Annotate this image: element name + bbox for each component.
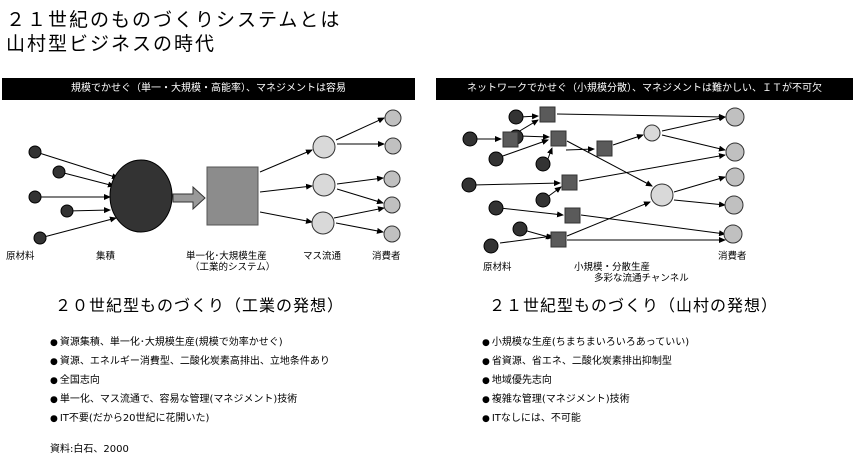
- mass-production-factory: [206, 166, 259, 226]
- right-subtitle: ２１世紀型ものづくり（山村の発想）: [489, 296, 779, 315]
- left-subtitle: ２０世紀型ものづくり（工業の発想）: [55, 296, 345, 315]
- small-factory: [502, 131, 519, 148]
- raw-node: [488, 151, 504, 167]
- gather-hub: [109, 159, 173, 233]
- right-consumer-nodes: [723, 107, 745, 244]
- list-item: 全国志向: [50, 371, 330, 390]
- list-item: 小規模な生産(ちまちまいろいろあっていい): [482, 333, 689, 352]
- raw-node: [535, 156, 551, 172]
- raw-node: [462, 131, 478, 147]
- consumer-node: [724, 195, 744, 215]
- right-small-factories: [502, 106, 613, 248]
- raw-node: [52, 165, 66, 179]
- small-factory: [539, 106, 556, 123]
- list-item: 省資源、省エネ、二酸化炭素排出抑制型: [482, 352, 689, 371]
- right-banner: ネットワークでかせぐ（小規模分散）、マネジメントは難かしい、ＩＴが不可欠: [436, 78, 853, 100]
- raw-node: [28, 190, 42, 204]
- list-item: 単一化、マス流通で、容易な管理(マネジメント)技術: [50, 390, 330, 409]
- consumer-node: [725, 142, 745, 162]
- label-left-consumer: 消費者: [372, 251, 401, 262]
- list-item: 複雑な管理(マネジメント)技術: [482, 390, 689, 409]
- right-diagram: [461, 106, 745, 254]
- page-title-line1: ２１世紀のものづくりシステムとは: [6, 9, 342, 31]
- raw-node: [461, 177, 477, 193]
- small-factory: [550, 130, 567, 147]
- page-title-line2: 山村型ビジネスの時代: [6, 33, 217, 55]
- right-bullet-list: 小規模な生産(ちまちまいろいろあっていい) 省資源、省エネ、二酸化炭素排出抑制型…: [482, 333, 689, 428]
- raw-node: [512, 221, 528, 237]
- label-left-raw: 原材料: [6, 251, 35, 262]
- left-arrows-mass-to-consumer: [333, 117, 385, 234]
- list-item: 資源集積、単一化･大規模生産(規模で効率かせぐ): [50, 333, 330, 352]
- left-arrows-raw-to-hub: [35, 151, 119, 239]
- consumer-node: [383, 225, 401, 243]
- raw-node: [488, 200, 504, 216]
- raw-node: [60, 204, 74, 218]
- raw-node: [28, 145, 42, 159]
- label-right-production: 小規模・分散生産: [574, 262, 651, 273]
- small-factory: [564, 207, 581, 224]
- list-item: 地域優先志向: [482, 371, 689, 390]
- label-left-gather: 集積: [96, 251, 116, 262]
- right-raw-material-nodes: [461, 109, 551, 254]
- left-bullet-list: 資源集積、単一化･大規模生産(規模で効率かせぐ) 資源、エネルギー消費型、二酸化…: [50, 333, 330, 428]
- small-factory: [550, 231, 567, 248]
- left-diagram: [28, 109, 402, 245]
- raw-node: [483, 238, 499, 254]
- distribution-node: [643, 124, 661, 142]
- consumer-node: [384, 109, 402, 127]
- raw-node: [508, 109, 524, 125]
- consumer-node: [725, 167, 745, 187]
- source-note: 資料:白石、2000: [50, 444, 129, 455]
- left-consumer-nodes: [383, 109, 402, 243]
- label-left-distribution: マス流通: [303, 251, 342, 262]
- label-left-production-sub: （工業的システム）: [190, 262, 276, 273]
- left-banner: 規模でかせぐ（単一・大規模・高能率）、マネジメントは容易: [2, 78, 415, 100]
- left-mass-distribution-nodes: [311, 135, 336, 235]
- mass-node: [312, 173, 336, 197]
- small-factory: [596, 140, 613, 157]
- small-factory: [561, 174, 578, 191]
- right-arrows-small-to-distribution: [517, 113, 726, 243]
- label-right-distribution: 多彩な流通チャンネル: [594, 273, 689, 284]
- left-raw-material-nodes: [28, 145, 74, 245]
- left-arrows-factory-to-mass: [259, 149, 313, 224]
- list-item: 資源、エネルギー消費型、二酸化炭素高排出、立地条件あり: [50, 352, 330, 371]
- consumer-node: [383, 170, 401, 188]
- raw-node: [535, 192, 551, 208]
- consumer-node: [384, 137, 402, 155]
- right-distribution-nodes: [643, 124, 674, 207]
- mass-node: [311, 211, 335, 235]
- distribution-node: [650, 183, 674, 207]
- label-left-production: 単一化･大規模生産: [186, 251, 267, 262]
- consumer-node: [725, 107, 745, 127]
- label-right-raw: 原材料: [483, 262, 512, 273]
- list-item: ITなしには、不可能: [482, 409, 689, 428]
- mass-node: [312, 135, 336, 159]
- consumer-node: [723, 224, 743, 244]
- label-right-consumer: 消費者: [718, 251, 747, 262]
- consumer-node: [383, 196, 401, 214]
- list-item: IT不要(だから20世紀に花開いた): [50, 409, 330, 428]
- raw-node: [33, 231, 47, 245]
- block-arrow-hub-to-factory: [172, 185, 206, 211]
